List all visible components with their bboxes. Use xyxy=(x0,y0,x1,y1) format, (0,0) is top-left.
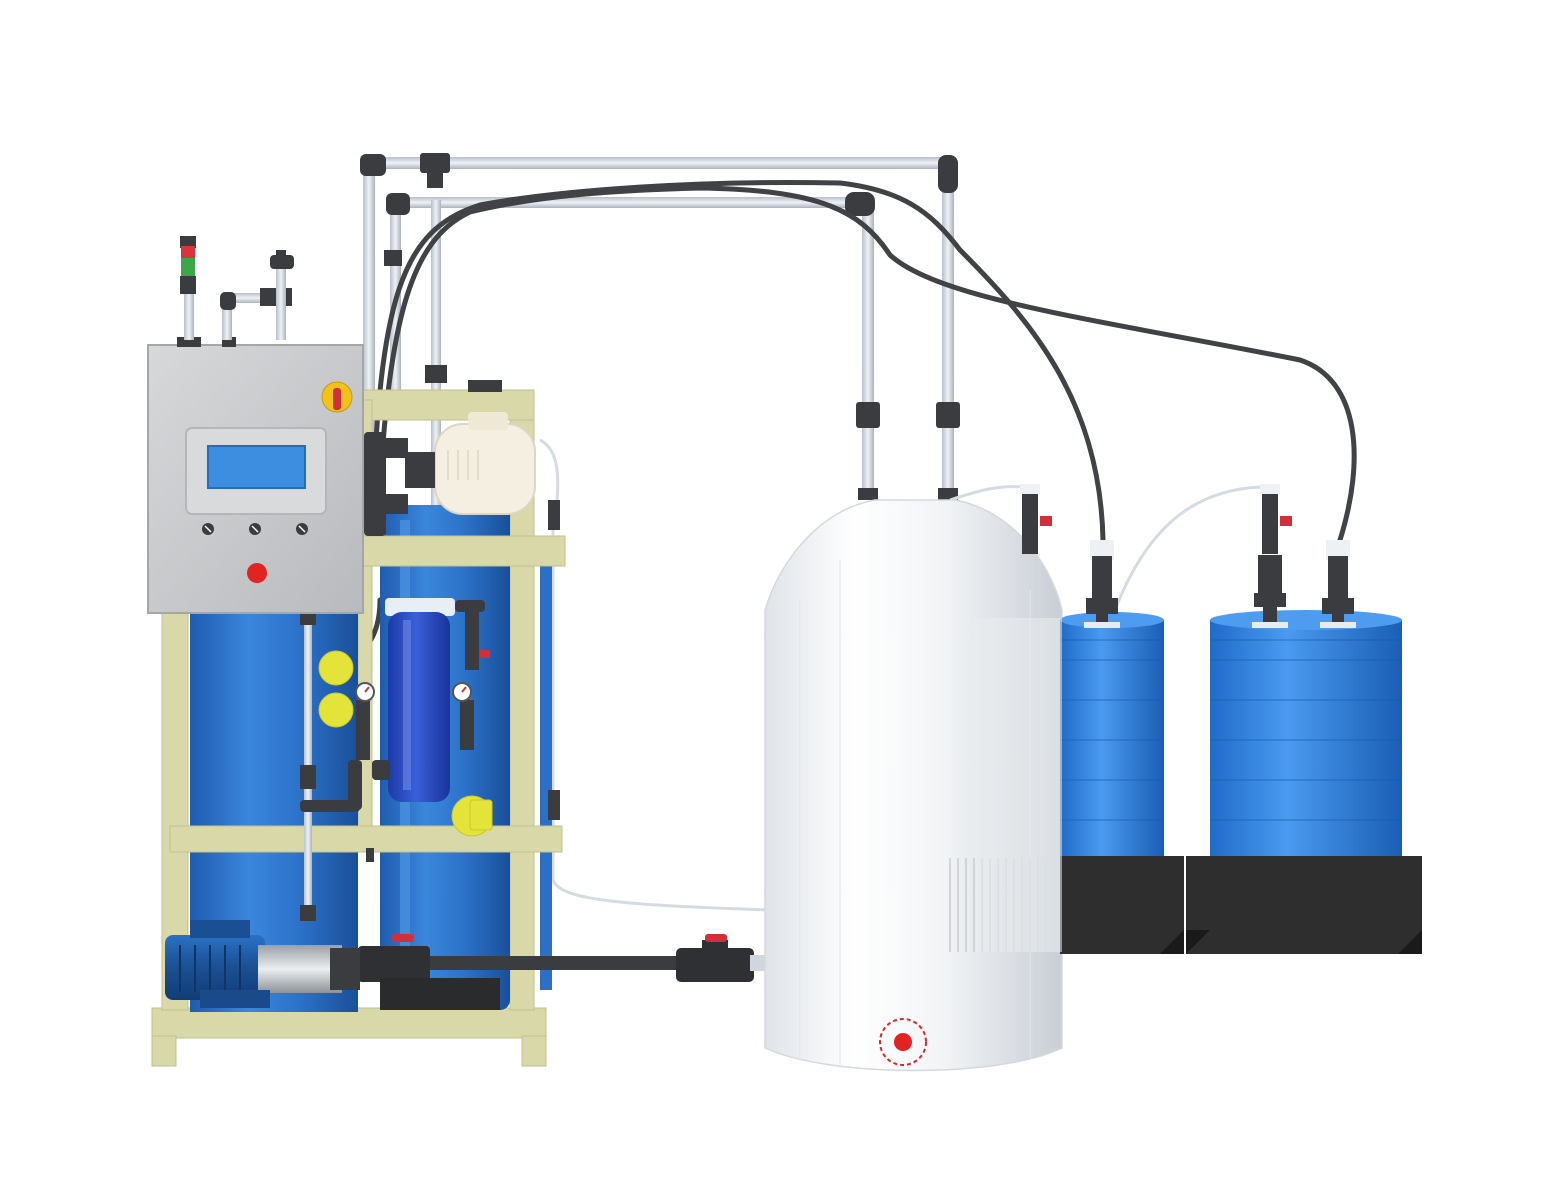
outlet-pipe xyxy=(358,934,765,1010)
drum-pallets xyxy=(1060,856,1422,954)
brine-head xyxy=(405,380,536,515)
panel-side-fittings xyxy=(364,432,408,536)
main-switch-icon xyxy=(321,381,353,413)
control-panel xyxy=(147,337,364,614)
start-button-icon xyxy=(247,563,267,583)
signal-tower-icon xyxy=(180,236,196,340)
dosing-injectors xyxy=(1020,484,1356,628)
valve-handle-icon xyxy=(705,934,727,942)
skid-plumbing xyxy=(300,500,560,921)
drum-left xyxy=(1060,612,1164,856)
pump-motor xyxy=(165,920,360,1008)
pressure-gauges xyxy=(355,682,472,702)
tank-indicator-icon xyxy=(894,1033,912,1051)
yellow-caps xyxy=(318,650,493,837)
frame-crossbars xyxy=(169,535,566,853)
valve-handle-icon xyxy=(392,934,414,942)
drum-right xyxy=(1210,610,1402,856)
hmi-screen xyxy=(207,445,306,489)
pipe-network xyxy=(360,153,960,560)
panel-top-pipe xyxy=(220,250,294,340)
selector-switch-icon xyxy=(202,523,308,535)
tank-overlap xyxy=(975,618,1062,952)
cartridge-filter xyxy=(385,598,455,802)
tank-indicator-ring xyxy=(879,1018,927,1066)
